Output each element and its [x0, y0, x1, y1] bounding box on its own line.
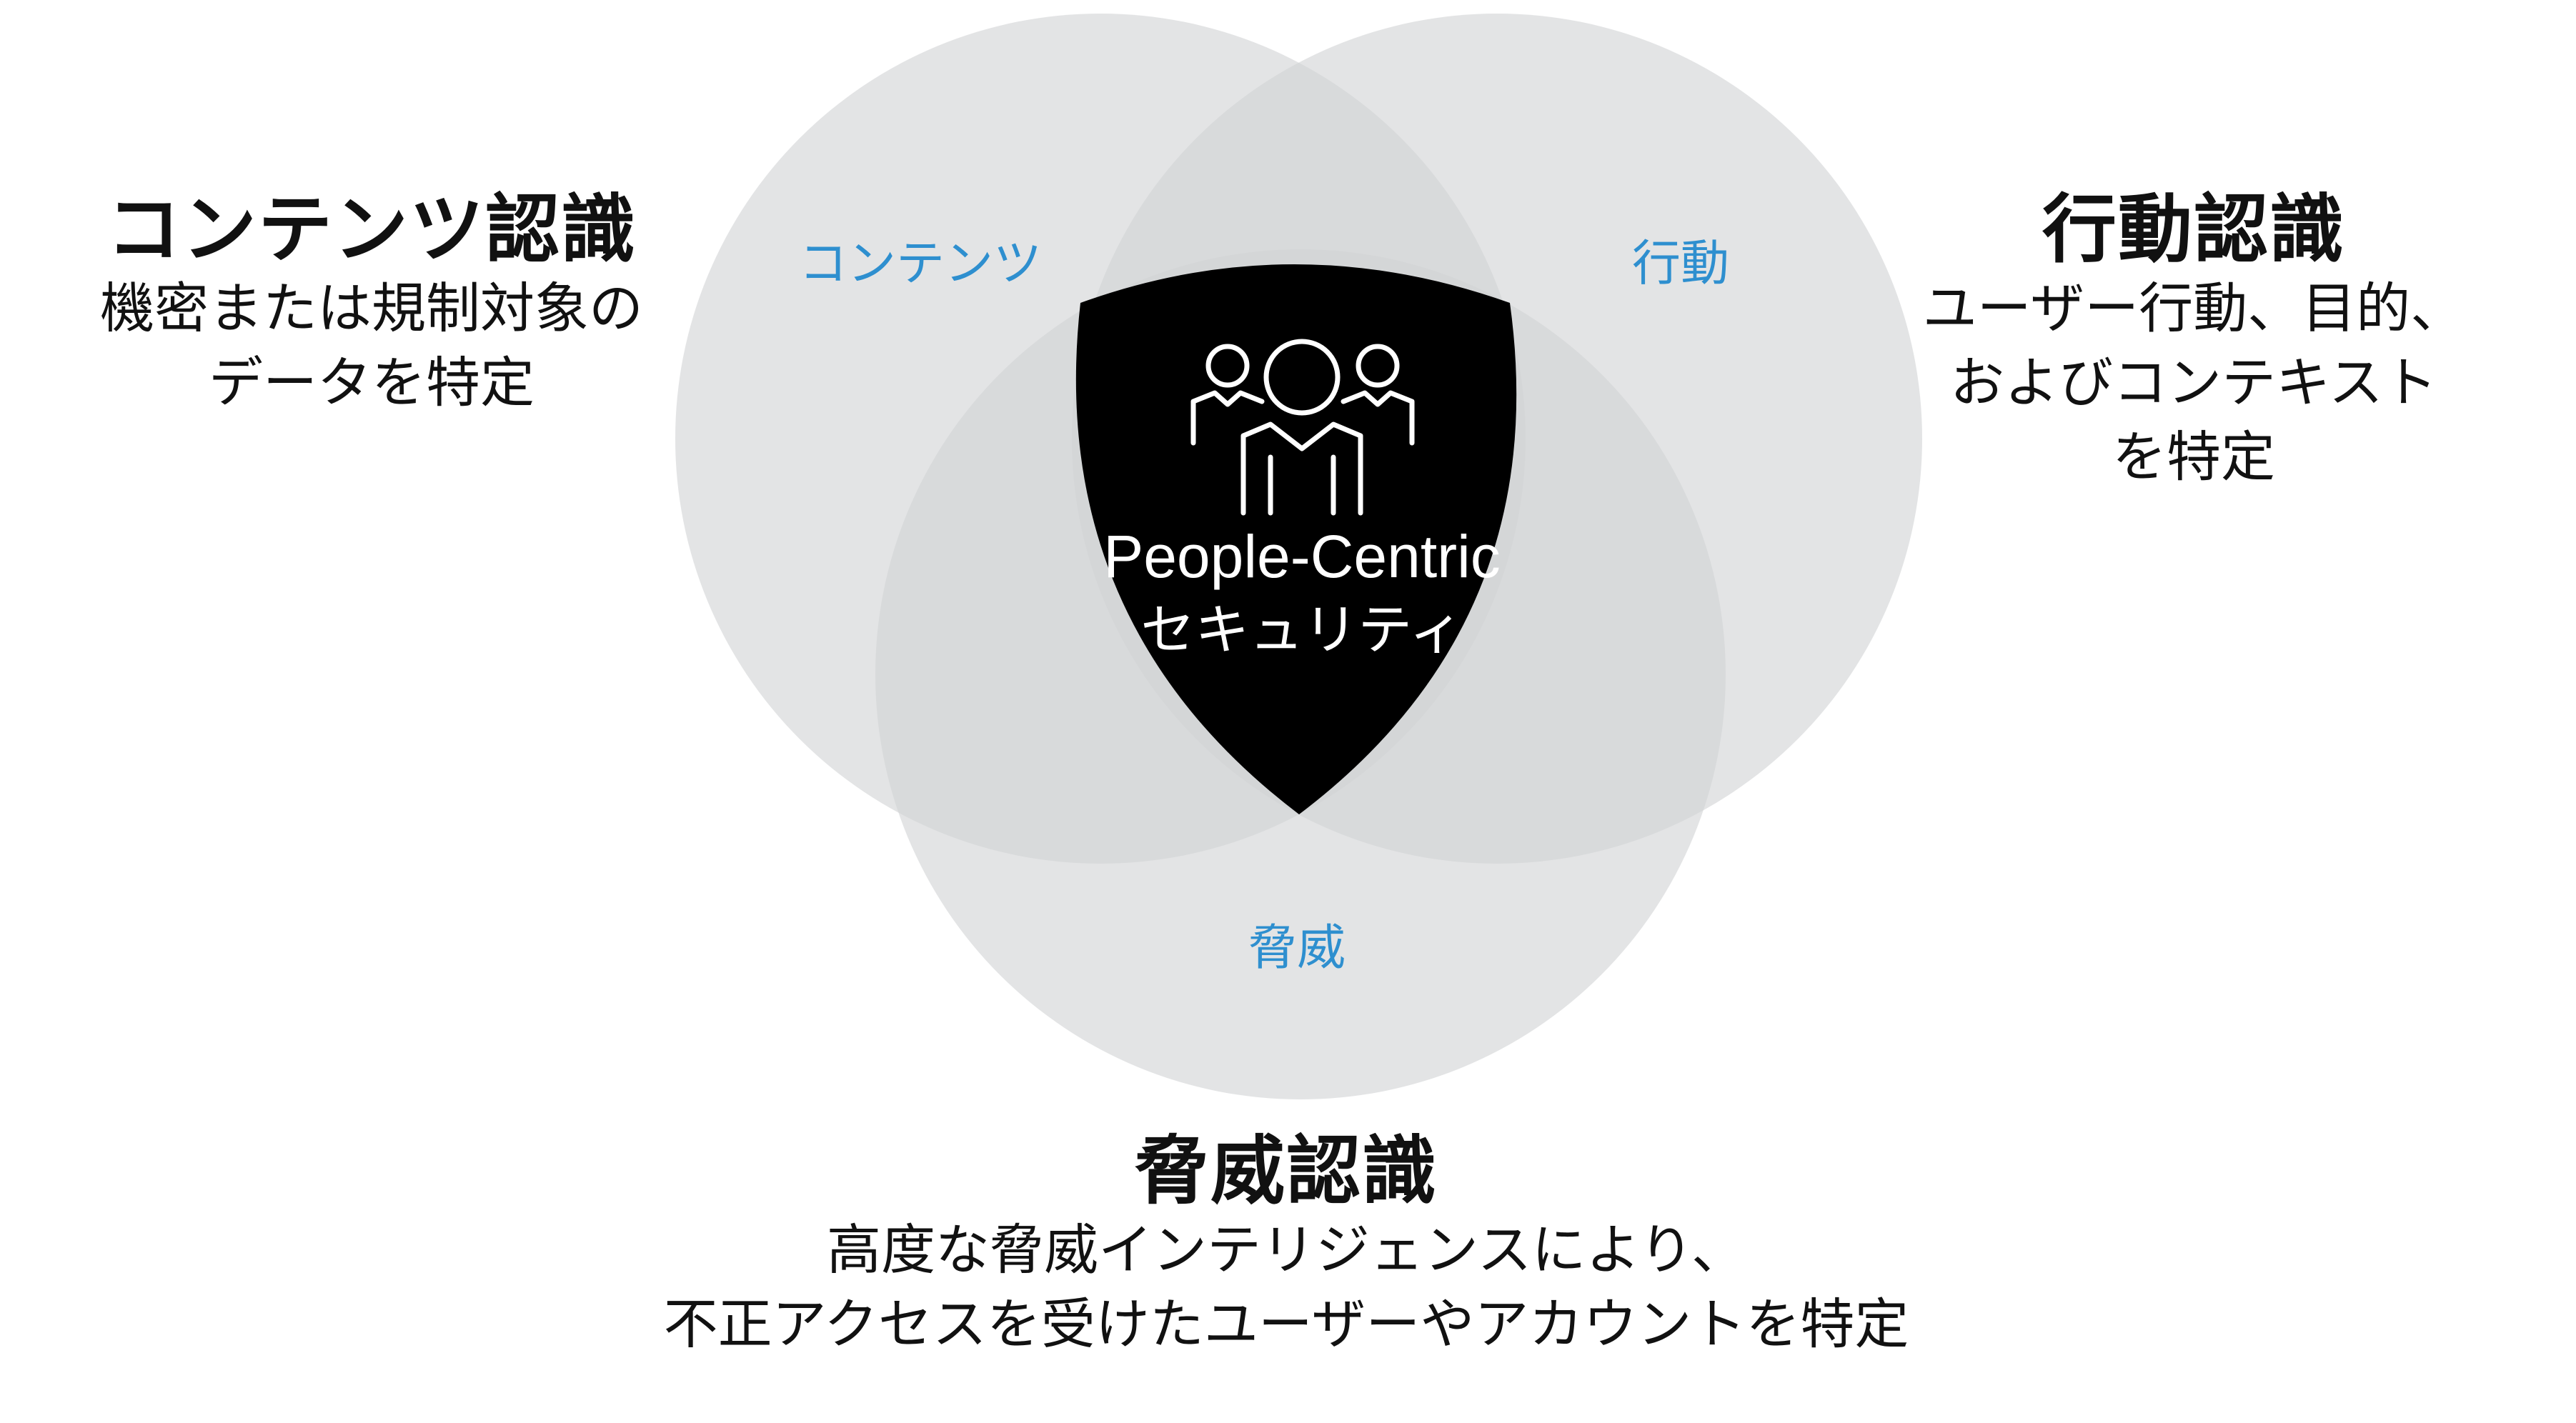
- content-awareness-title: コンテンツ認識: [106, 186, 637, 273]
- threat-awareness-title: 脅威認識: [1134, 1127, 1438, 1214]
- behavior-awareness-block: 行動認識 ユーザー行動、目的、 およびコンテキスト を特定: [1901, 187, 2487, 494]
- behavior-awareness-line-1: ユーザー行動、目的、: [1922, 276, 2465, 340]
- content-awareness-line-2: データを特定: [209, 351, 534, 414]
- behavior-awareness-title: 行動認識: [2042, 186, 2345, 273]
- content-circle-label: コンテンツ: [799, 236, 1042, 292]
- content-awareness-line-1: 機密または規制対象の: [100, 276, 643, 340]
- behavior-awareness-line-3: を特定: [2112, 425, 2275, 489]
- threat-awareness-line-2: 不正アクセスを受けたユーザーやアカウントを特定: [663, 1292, 1909, 1356]
- behavior-awareness-line-2: およびコンテキスト: [1950, 351, 2437, 414]
- threat-awareness-line-1: 高度な脅威インテリジェンスにより、: [827, 1218, 1746, 1282]
- threat-circle-label: 脅威: [1248, 920, 1346, 977]
- behavior-circle-label: 行動: [1632, 236, 1729, 292]
- content-awareness-block: コンテンツ認識 機密または規制対象の データを特定: [71, 187, 672, 420]
- center-subtitle: セキュリティ: [1140, 598, 1463, 661]
- threat-awareness-block: 脅威認識 高度な脅威インテリジェンスにより、 不正アクセスを受けたユーザーやアカ…: [572, 1129, 2001, 1362]
- people-group-icon: [1190, 339, 1415, 516]
- center-title: People-Centric: [1103, 523, 1501, 590]
